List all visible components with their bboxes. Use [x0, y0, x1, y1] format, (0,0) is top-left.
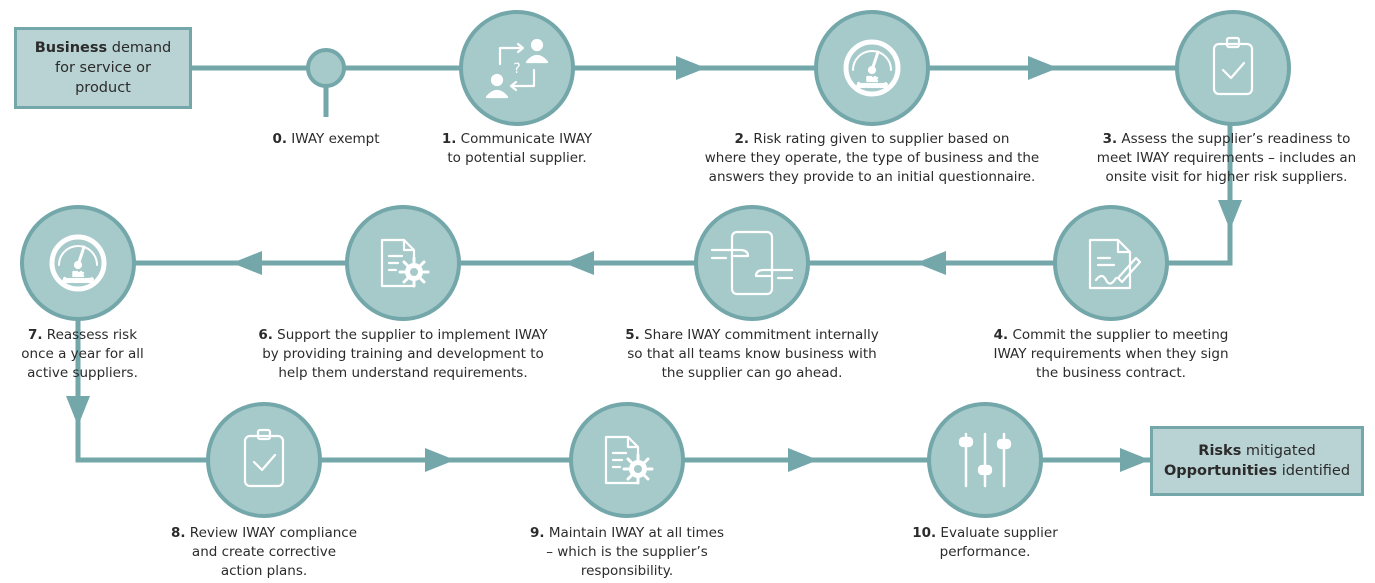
handshake-tablet-icon: [710, 230, 794, 296]
step-7-line3: active suppliers.: [27, 365, 138, 381]
step-3-line2: meet IWAY requirements – includes an: [1096, 150, 1357, 166]
step-4-label: 4. Commit the supplier to meeting IWAY r…: [961, 326, 1261, 383]
step-3-label: 3. Assess the supplier’s readiness to me…: [1078, 130, 1375, 187]
step-8-line1: Review IWAY compliance: [185, 525, 358, 541]
step-1-number: 1.: [441, 131, 457, 147]
step-9-line3: responsibility.: [580, 563, 674, 579]
step-6-line2: by providing training and development to: [262, 346, 544, 362]
gauge-label-line2: Assessment: [857, 83, 887, 89]
communicate-icon: ?: [485, 38, 549, 99]
document-gear-icon: [604, 435, 654, 485]
business-demand-line3: product: [75, 80, 131, 96]
step-9-number: 9.: [530, 525, 545, 541]
opportunities-bold: Opportunities: [1163, 463, 1278, 479]
step-4-circle: [1053, 205, 1169, 321]
step-1-label: 1. Communicate IWAY to potential supplie…: [412, 130, 622, 168]
gauge-label-line1: Risk: [867, 77, 877, 83]
arrow-right-5: [1120, 448, 1150, 472]
gauge-icon: [843, 39, 901, 97]
gauge-label-line1: Risk: [73, 272, 83, 278]
step-2-line1: Risk rating given to supplier based on: [749, 131, 1010, 147]
step-4-line2: IWAY requirements when they sign: [993, 346, 1229, 362]
step-7-line1: Reassess risk: [42, 327, 138, 343]
step-7-number: 7.: [27, 327, 43, 343]
step-2-line3: answers they provide to an initial quest…: [708, 169, 1036, 185]
step-3-line1: Assess the supplier’s readiness to: [1117, 131, 1351, 147]
step-7-label: 7. Reassess risk once a year for all act…: [0, 326, 165, 383]
clipboard-check-icon: [243, 428, 285, 488]
svg-text:?: ?: [513, 61, 520, 77]
step-9-line1: Maintain IWAY at all times: [544, 525, 724, 541]
arrow-right-4: [788, 448, 818, 472]
step-0-line1: IWAY exempt: [286, 131, 380, 147]
step-4-line3: the business contract.: [1036, 365, 1186, 381]
arrow-left-2: [564, 251, 594, 275]
gauge-icon: [49, 234, 107, 292]
step-8-line2: and create corrective: [191, 544, 337, 560]
step-10-number: 10.: [912, 525, 937, 541]
step-10-line1: Evaluate supplier: [936, 525, 1058, 541]
risks-rest: mitigated: [1241, 443, 1316, 459]
step-6-line1: Support the supplier to implement IWAY: [272, 327, 548, 343]
step-6-number: 6.: [258, 327, 273, 343]
step-10-line2: performance.: [939, 544, 1031, 560]
step-5-circle: [694, 205, 810, 321]
step-1-line1: Communicate IWAY: [456, 131, 593, 147]
arrow-down-1: [1218, 200, 1242, 230]
contract-sign-icon: [1088, 238, 1142, 290]
step-circles: [20, 10, 1291, 518]
step-0-number: 0.: [272, 131, 287, 147]
step-6-label: 6. Support the supplier to implement IWA…: [226, 326, 580, 383]
row2-connector: [75, 205, 1233, 400]
step-5-line3: the supplier can go ahead.: [661, 365, 843, 381]
business-demand-rest: demand: [107, 40, 172, 56]
risks-mitigated-box: Risks mitigated Opportunities identified: [1150, 426, 1364, 496]
document-gear-icon: [380, 238, 430, 288]
opportunities-rest: identified: [1277, 463, 1351, 479]
step-1-line2: to potential supplier.: [447, 150, 587, 166]
step-10-label: 10. Evaluate supplier performance.: [880, 524, 1090, 562]
exempt-node: [306, 48, 346, 88]
business-demand-line2: for service or: [55, 60, 151, 76]
arrow-left-1: [916, 251, 946, 275]
arrow-left-3: [232, 251, 262, 275]
arrow-right-2: [1028, 56, 1058, 80]
arrow-down-2: [66, 396, 90, 426]
step-5-line2: so that all teams know business with: [627, 346, 877, 362]
risks-bold: Risks: [1198, 443, 1242, 459]
step-8-circle: [206, 402, 322, 518]
arrow-right-1: [676, 56, 706, 80]
step-2-label: 2. Risk rating given to supplier based o…: [677, 130, 1067, 187]
gauge-label-line2: Assessment: [63, 278, 93, 284]
step-2-number: 2.: [734, 131, 750, 147]
step-5-line1: Share IWAY commitment internally: [639, 327, 879, 343]
step-9-line2: – which is the supplier’s: [546, 544, 708, 560]
business-demand-box: Business demand for service or product: [14, 27, 192, 109]
flow-arrows: [66, 56, 1242, 472]
step-0-label: 0. IWAY exempt: [246, 130, 406, 149]
business-demand-bold: Business: [34, 40, 108, 56]
step-5-label: 5. Share IWAY commitment internally so t…: [597, 326, 907, 383]
step-8-label: 8. Review IWAY compliance and create cor…: [150, 524, 378, 581]
step-5-number: 5.: [625, 327, 640, 343]
step-8-line3: action plans.: [220, 563, 308, 579]
sliders-icon: [958, 432, 1012, 488]
step-8-number: 8.: [170, 525, 186, 541]
step-6-line3: help them understand requirements.: [278, 365, 528, 381]
arrow-right-3: [425, 448, 455, 472]
step-3-number: 3.: [1102, 131, 1118, 147]
step-3-line3: onsite visit for higher risk suppliers.: [1105, 169, 1348, 185]
step-2-line2: where they operate, the type of business…: [704, 150, 1040, 166]
step-3-circle: [1175, 10, 1291, 126]
step-9-label: 9. Maintain IWAY at all times – which is…: [502, 524, 752, 581]
step-4-number: 4.: [993, 327, 1009, 343]
step-4-line1: Commit the supplier to meeting: [1008, 327, 1229, 343]
step-7-line2: once a year for all: [21, 346, 144, 362]
clipboard-check-icon: [1212, 36, 1254, 96]
